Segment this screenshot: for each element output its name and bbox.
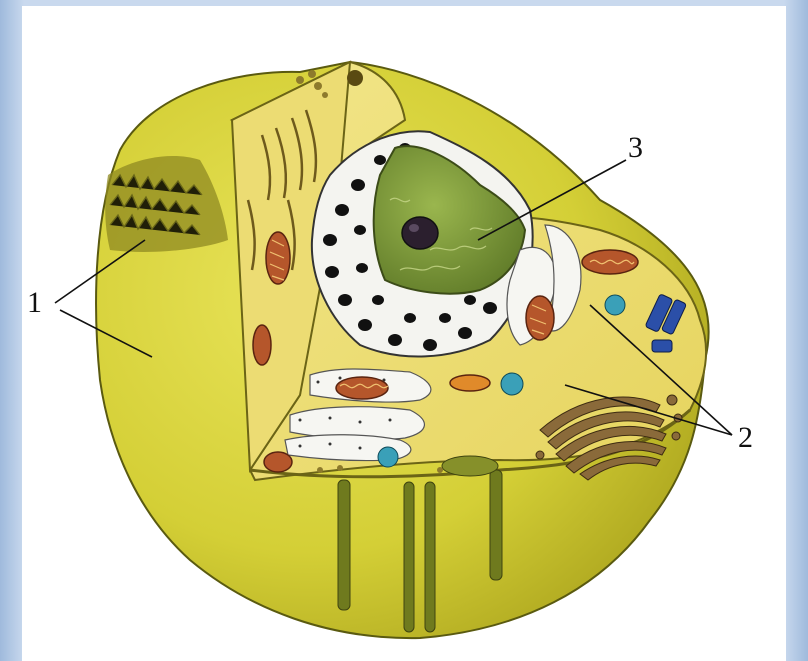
nucleolus-highlight <box>409 224 419 232</box>
mitochondrion <box>450 375 490 391</box>
callout-label-3: 3 <box>628 133 643 163</box>
nucleolus <box>402 217 438 249</box>
mitochondrion <box>266 232 290 284</box>
callout-label-1: 1 <box>27 288 42 318</box>
mitochondrion <box>264 452 292 472</box>
mitochondrion <box>253 325 271 365</box>
mitochondrion <box>336 377 388 399</box>
callout-label-2: 2 <box>738 423 753 453</box>
